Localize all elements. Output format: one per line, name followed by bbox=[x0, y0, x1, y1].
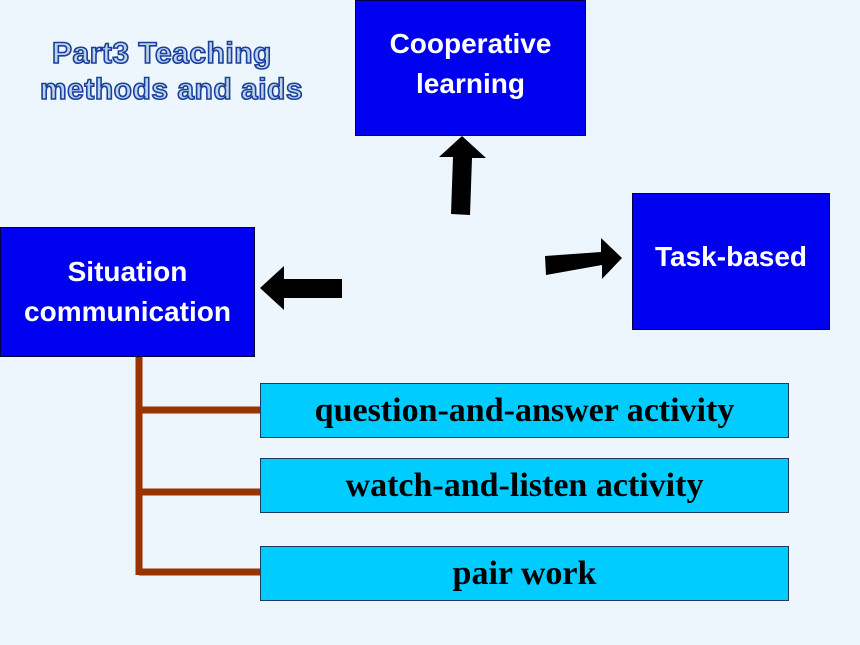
cooperative-line1: Cooperative bbox=[389, 28, 552, 59]
task-line1: Task-based bbox=[655, 240, 807, 272]
situation-line2: communication bbox=[24, 296, 231, 327]
arrow-left-icon bbox=[260, 266, 342, 310]
activity-question-and-answer: question-and-answer activity bbox=[260, 383, 789, 438]
cooperative-learning-box: Cooperative learning bbox=[355, 0, 586, 136]
arrow-up-icon bbox=[439, 136, 486, 215]
arrow-right-icon bbox=[545, 238, 622, 279]
cooperative-line2: learning bbox=[416, 68, 525, 99]
bracket-lines bbox=[135, 357, 262, 576]
activity-watch-and-listen: watch-and-listen activity bbox=[260, 458, 789, 513]
slide-title-line1: Part3 Teaching bbox=[51, 36, 272, 71]
slide-title: Part3 Teaching methods and aids bbox=[39, 36, 340, 108]
slide-title-line2: methods and aids bbox=[39, 72, 304, 107]
activity-pair-work: pair work bbox=[260, 546, 789, 601]
task-based-box: Task-based bbox=[632, 193, 830, 330]
situation-line1: Situation bbox=[67, 256, 188, 287]
situation-communication-box: Situation communication bbox=[0, 227, 255, 357]
